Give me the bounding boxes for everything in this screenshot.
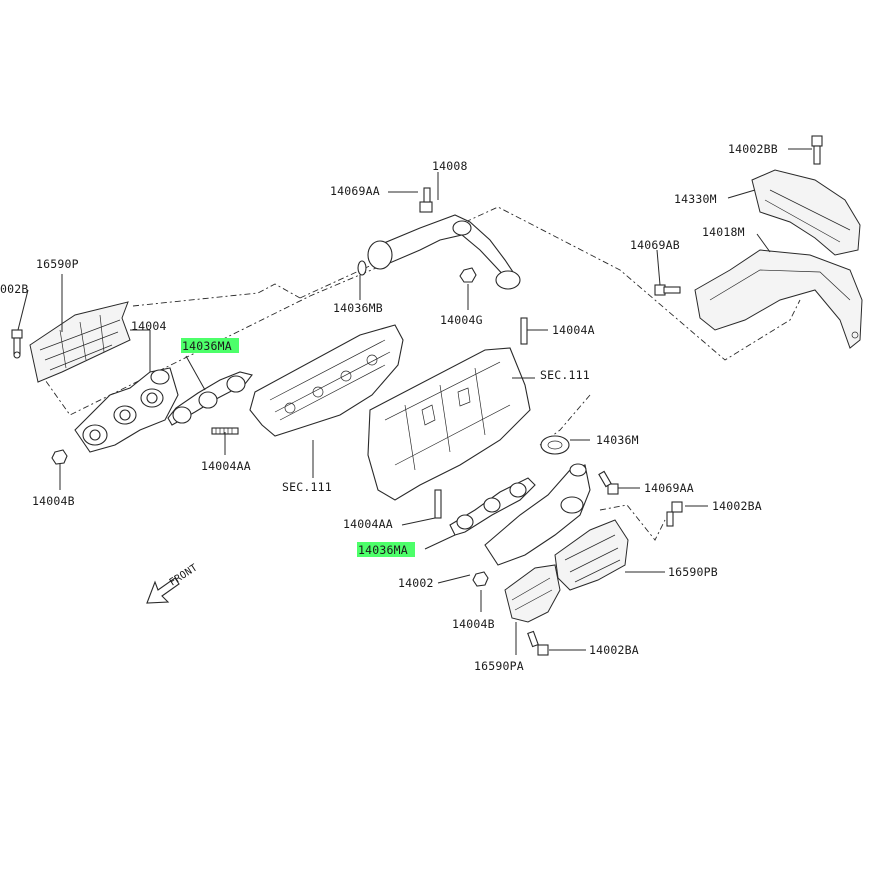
heat-shield-right-lower [504, 564, 561, 623]
nut-left [51, 449, 68, 465]
label-16590pa: 16590PA [474, 659, 524, 673]
bolt-right [598, 470, 619, 495]
gasket-right-14036ma [449, 477, 536, 536]
label-14036ma-left: 14036MA [182, 339, 232, 353]
bolt-right-upper [666, 501, 683, 527]
stud-right [434, 489, 442, 519]
label-14018m: 14018M [702, 225, 745, 239]
label-14036ma-right: 14036MA [358, 543, 408, 557]
gasket-left [167, 371, 253, 426]
label-14002ba-lower: 14002BA [589, 643, 639, 657]
label-14004-left: 14004 [131, 319, 167, 333]
heat-shield-right-upper [554, 519, 629, 591]
label-14004g: 14004G [440, 313, 483, 327]
cylinder-head-left [249, 324, 404, 437]
label-14002: 14002 [398, 576, 434, 590]
label-16590pb: 16590PB [668, 565, 718, 579]
highlight-14036ma-right [357, 542, 415, 557]
label-14069aa-right: 14069AA [644, 481, 694, 495]
label-14069ab: 14069AB [630, 238, 680, 252]
label-14004aa-left: 14004AA [201, 459, 251, 473]
nut-right [472, 571, 489, 587]
label-sec111-left: SEC.111 [282, 480, 332, 494]
heat-shield-left [29, 301, 131, 383]
exhaust-manifold-right [484, 463, 591, 566]
label-14069aa-top: 14069AA [330, 184, 380, 198]
label-14330m: 14330M [674, 192, 717, 206]
label-14002bb: 14002BB [728, 142, 778, 156]
label-14004b-right: 14004B [452, 617, 495, 631]
heat-shield-rear-upper [751, 169, 861, 256]
bolt-rear-top [811, 135, 823, 165]
label-14036m: 14036M [596, 433, 639, 447]
label-14004b-left: 14004B [32, 494, 75, 508]
label-14002ba-upper: 14002BA [712, 499, 762, 513]
label-16590p: 16590P [36, 257, 79, 271]
highlight-14036ma-left [181, 338, 239, 353]
bracket-rear [694, 249, 863, 349]
label-14002b-left: 002B [0, 282, 29, 296]
cylinder-head-right [367, 347, 531, 501]
label-14008: 14008 [432, 159, 468, 173]
bolt-left [11, 329, 23, 359]
front-label: FRONT [168, 562, 200, 588]
bolt-rear-bracket [654, 284, 681, 296]
exhaust-manifold-left [74, 367, 179, 453]
ring-gasket-mb [357, 260, 367, 276]
gasket-right-14036m [540, 435, 570, 455]
leader-lines [17, 148, 812, 655]
label-14004aa-right: 14004AA [343, 517, 393, 531]
nut-14004g [459, 267, 477, 283]
stud-14004a [520, 317, 528, 345]
label-14004a: 14004A [552, 323, 595, 337]
bolt-top [419, 187, 433, 213]
front-arrow: FRONT [146, 562, 200, 604]
crossover-pipe [367, 214, 521, 290]
bolt-right-lower [527, 630, 549, 656]
label-14036mb: 14036MB [333, 301, 383, 315]
label-sec111-right: SEC.111 [540, 368, 590, 382]
